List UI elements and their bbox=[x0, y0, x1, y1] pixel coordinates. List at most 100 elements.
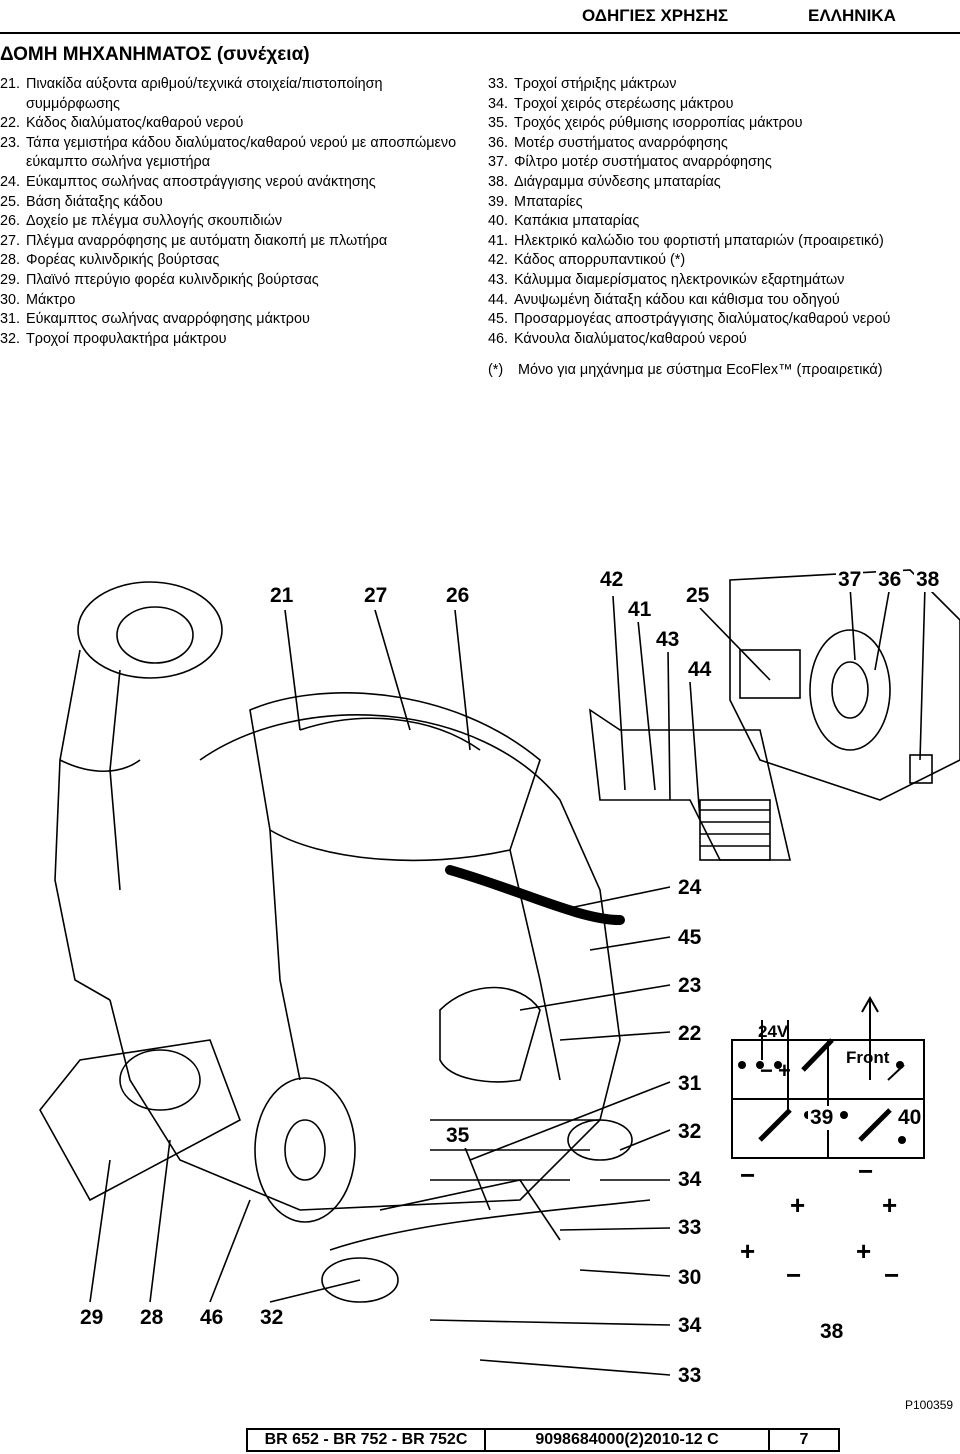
machine-figure: 21 27 26 42 41 25 43 44 37 36 38 24 45 2… bbox=[0, 560, 960, 1388]
callout-32: 32 bbox=[676, 1120, 704, 1144]
item-number: 30. bbox=[0, 291, 21, 308]
parts-list-item: 29.Πλαϊνό πτερύγιο φορέα κυλινδρικής βού… bbox=[0, 271, 470, 291]
callout-31: 31 bbox=[676, 1072, 704, 1096]
item-description: Εύκαμπτος σωλήνας αποστράγγισης νερού αν… bbox=[26, 173, 376, 190]
item-description: Εύκαμπτος σωλήνας αναρρόφησης μάκτρου bbox=[26, 311, 310, 328]
item-description: Ηλεκτρικό καλώδιο του φορτιστή μπαταριών… bbox=[514, 232, 884, 249]
callout-39: 39 bbox=[808, 1106, 836, 1130]
callout-24: 24 bbox=[676, 876, 704, 900]
item-description: Τροχοί στήριξης μάκτρων bbox=[514, 76, 677, 92]
note-mark: (*) bbox=[488, 362, 504, 378]
item-number: 26. bbox=[0, 213, 21, 230]
battery-plus-4: + bbox=[856, 1236, 872, 1266]
section-title: ΔΟΜΗ ΜΗΧΑΝΗΜΑΤΟΣ (συνέχεια) bbox=[0, 44, 310, 65]
header-rule bbox=[0, 32, 960, 34]
brush-deck bbox=[39, 1039, 241, 1202]
callout-32b: 32 bbox=[258, 1306, 286, 1330]
parts-list-item: 35. Τροχός χειρός ρύθμισης ισορροπίας μάκ… bbox=[488, 114, 960, 134]
item-number: 35. bbox=[488, 115, 509, 132]
callout-33a: 33 bbox=[676, 1216, 704, 1240]
item-number: 33. bbox=[488, 76, 509, 92]
battery-plus-1: + bbox=[790, 1190, 806, 1220]
item-description: Δοχείο με πλέγμα συλλογής σκουπιδιών bbox=[26, 213, 283, 230]
item-number: 28. bbox=[0, 252, 21, 269]
callout-38: 38 bbox=[914, 568, 942, 592]
callout-35: 35 bbox=[444, 1124, 472, 1148]
battery-minus-4: − bbox=[884, 1260, 900, 1290]
parts-list-item: 21.Πινακίδα αύξοντα αριθμού/τεχνικά στοι… bbox=[0, 75, 470, 114]
parts-list-item: 37.Φίλτρο μοτέρ συστήματος αναρρόφησης bbox=[488, 153, 960, 173]
callout-44: 44 bbox=[686, 658, 714, 682]
item-description: Κάδος απορρυπαντικού (*) bbox=[514, 252, 686, 269]
parts-list-left: 21.Πινακίδα αύξοντα αριθμού/τεχνικά στοι… bbox=[0, 75, 470, 349]
item-number: 36. bbox=[488, 134, 509, 151]
parts-list-item: 33. Τροχοί στήριξης μάκτρων bbox=[488, 75, 960, 95]
item-description: Φίλτρο μοτέρ συστήματος αναρρόφησης bbox=[514, 154, 772, 171]
item-number: 43. bbox=[488, 271, 509, 288]
parts-list-item: 41. Ηλεκτρικό καλώδιο του φορτιστή μπαταρ… bbox=[488, 232, 960, 252]
parts-list-item: 26. Δοχείο με πλέγμα συλλογής σκουπιδιών bbox=[0, 212, 470, 232]
callout-41: 41 bbox=[626, 598, 654, 622]
parts-list-item: 32.Τροχοί προφυλακτήρα μάκτρου bbox=[0, 330, 470, 350]
battery-minus-3: − bbox=[786, 1260, 802, 1290]
note-text: Μόνο για μηχάνημα με σύστημα EcoFlex™ (π… bbox=[518, 362, 883, 378]
item-number: 42. bbox=[488, 252, 509, 269]
item-number: 24. bbox=[0, 173, 21, 190]
callout-46: 46 bbox=[198, 1306, 226, 1330]
tank-lid bbox=[249, 692, 541, 862]
parts-list-item: 25. Βάση διάταξης κάδου bbox=[0, 193, 470, 213]
item-number: 25. bbox=[0, 193, 21, 210]
parts-list-item: 28. Φορέας κυλινδρικής βούρτσας bbox=[0, 251, 470, 271]
item-number: 34. bbox=[488, 95, 509, 112]
parts-list-item: 42. Κάδος απορρυπαντικού (*) bbox=[488, 251, 960, 271]
callout-25: 25 bbox=[684, 584, 712, 608]
footer-doc-code: 9098684000(2)2010-12 C bbox=[486, 1428, 770, 1452]
figure-code: P100359 bbox=[905, 1398, 954, 1412]
item-description: Τροχοί προφυλακτήρα μάκτρου bbox=[26, 330, 227, 347]
item-number: 31. bbox=[0, 311, 21, 328]
parts-list-item: 39.Μπαταρίες bbox=[488, 193, 960, 213]
callout-36: 36 bbox=[876, 568, 904, 592]
callout-37: 37 bbox=[836, 568, 864, 592]
item-description: Βάση διάταξης κάδου bbox=[26, 193, 163, 210]
parts-list-item: 44. Ανυψωμένη διάταξη κάδου και κάθισμα τ… bbox=[488, 291, 960, 311]
item-description: Κάνουλα διαλύματος/καθαρού νερού bbox=[514, 330, 747, 347]
item-description: Προσαρμογέας αποστράγγισης διαλύματος/κα… bbox=[514, 311, 891, 328]
item-number: 41. bbox=[488, 232, 509, 249]
battery-minus-2: − bbox=[858, 1156, 874, 1186]
item-number: 40. bbox=[488, 213, 509, 230]
battery-front-label: Front bbox=[846, 1048, 890, 1067]
battery-plus-2: + bbox=[882, 1190, 898, 1220]
item-description: Κάλυμμα διαμερίσματος ηλεκτρονικών εξαρτ… bbox=[514, 271, 845, 288]
item-description: Φορέας κυλινδρικής βούρτσας bbox=[26, 252, 220, 269]
item-description: Τάπα γεμιστήρα κάδου διαλύματος/καθαρού … bbox=[26, 134, 457, 171]
item-description: Ανυψωμένη διάταξη κάδου και κάθισμα του … bbox=[514, 291, 840, 308]
battery-plus-top: + bbox=[778, 1058, 791, 1083]
callout-40: 40 bbox=[896, 1106, 924, 1130]
item-description: Τροχός χειρός ρύθμισης ισορροπίας μάκτρο… bbox=[514, 115, 803, 132]
footer-page-number: 7 bbox=[770, 1428, 840, 1452]
squeegee bbox=[329, 1199, 651, 1251]
callout-38b: 38 bbox=[818, 1320, 846, 1344]
battery-minus-1: − bbox=[740, 1160, 756, 1190]
parts-list-item: 43. Κάλυμμα διαμερίσματος ηλεκτρονικών εξ… bbox=[488, 271, 960, 291]
item-number: 44. bbox=[488, 291, 509, 308]
parts-list-item: 40. Καπάκια μπαταρίας bbox=[488, 212, 960, 232]
callout-28: 28 bbox=[138, 1306, 166, 1330]
parts-list-item: 38.Διάγραμμα σύνδεσης μπαταρίας bbox=[488, 173, 960, 193]
item-number: 39. bbox=[488, 193, 509, 210]
callout-26: 26 bbox=[444, 584, 472, 608]
item-description: Καπάκια μπαταρίας bbox=[514, 213, 640, 230]
item-number: 23. bbox=[0, 134, 21, 151]
item-number: 22. bbox=[0, 115, 21, 132]
item-description: Πλέγμα αναρρόφησης με αυτόματη διακοπή μ… bbox=[26, 232, 388, 249]
callout-45: 45 bbox=[676, 926, 704, 950]
parts-list-item: 23. Τάπα γεμιστήρα κάδου διαλύματος/καθαρ… bbox=[0, 134, 470, 173]
item-number: 45. bbox=[488, 311, 509, 328]
parts-list-item: 27.Πλέγμα αναρρόφησης με αυτόματη διακοπ… bbox=[0, 232, 470, 252]
callout-22: 22 bbox=[676, 1022, 704, 1046]
machine-illustration bbox=[39, 569, 960, 1376]
callout-34a: 34 bbox=[676, 1168, 704, 1192]
callout-21: 21 bbox=[268, 584, 296, 608]
item-number: 21. bbox=[0, 76, 21, 92]
